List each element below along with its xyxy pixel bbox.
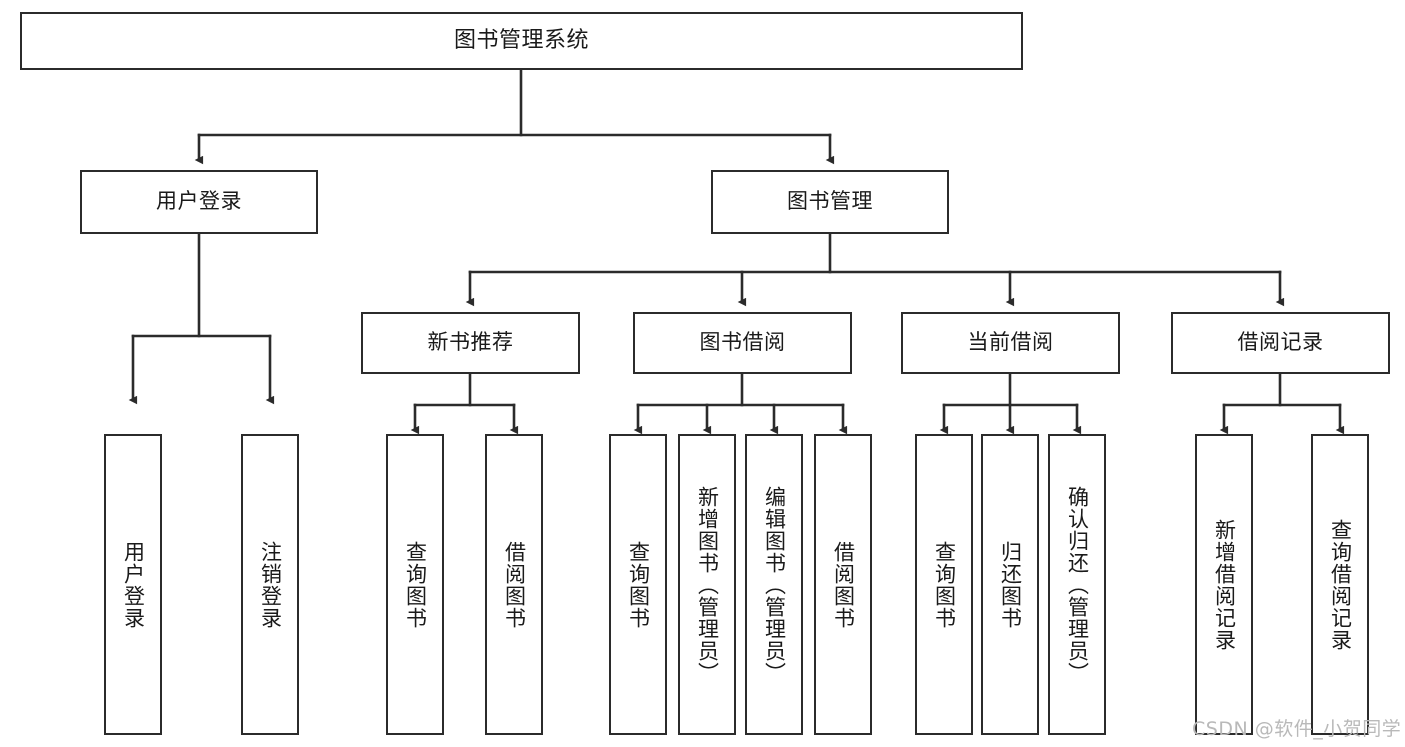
node-borrowing-record[interactable]: 借阅记录 <box>1171 312 1390 374</box>
leaf-add-book-admin[interactable]: 新增图书（管理员） <box>678 434 736 735</box>
node-label: 查询图书 <box>932 540 957 629</box>
leaf-user-login[interactable]: 用户登录 <box>104 434 162 735</box>
node-label: 借阅图书 <box>831 540 856 629</box>
node-label: 新书推荐 <box>427 330 514 355</box>
node-label: 归还图书 <box>998 540 1023 629</box>
leaf-return-book[interactable]: 归还图书 <box>981 434 1039 735</box>
node-label: 注销登录 <box>258 540 283 629</box>
node-label: 确认归还（管理员） <box>1065 485 1090 684</box>
leaf-query-book-current[interactable]: 查询图书 <box>915 434 973 735</box>
leaf-query-book-borrowing[interactable]: 查询图书 <box>609 434 667 735</box>
node-label: 图书管理 <box>787 189 873 214</box>
leaf-query-book-recommendation[interactable]: 查询图书 <box>386 434 444 735</box>
node-new-book-recommendation[interactable]: 新书推荐 <box>361 312 580 374</box>
node-label: 图书管理系统 <box>453 27 589 53</box>
leaf-edit-book-admin[interactable]: 编辑图书（管理员） <box>745 434 803 735</box>
leaf-borrow-book-recommendation[interactable]: 借阅图书 <box>485 434 543 735</box>
node-label: 图书借阅 <box>699 330 786 355</box>
node-label: 编辑图书（管理员） <box>762 485 787 684</box>
node-label: 用户登录 <box>121 540 146 629</box>
leaf-add-borrow-record[interactable]: 新增借阅记录 <box>1195 434 1253 735</box>
node-root-book-management-system[interactable]: 图书管理系统 <box>20 12 1023 70</box>
node-label: 查询图书 <box>403 540 428 629</box>
node-label: 借阅图书 <box>502 540 527 629</box>
node-label: 新增图书（管理员） <box>695 485 720 684</box>
node-label: 借阅记录 <box>1237 330 1324 355</box>
leaf-query-borrow-record[interactable]: 查询借阅记录 <box>1311 434 1369 735</box>
node-book-management[interactable]: 图书管理 <box>711 170 949 234</box>
node-user-login[interactable]: 用户登录 <box>80 170 318 234</box>
node-label: 用户登录 <box>156 189 242 214</box>
node-current-borrowing[interactable]: 当前借阅 <box>901 312 1120 374</box>
node-label: 查询图书 <box>626 540 651 629</box>
leaf-borrow-book[interactable]: 借阅图书 <box>814 434 872 735</box>
node-label: 当前借阅 <box>967 330 1054 355</box>
node-label: 查询借阅记录 <box>1328 518 1353 651</box>
leaf-logout[interactable]: 注销登录 <box>241 434 299 735</box>
watermark-text: CSDN @软件_小贺同学 <box>1192 718 1402 740</box>
node-label: 新增借阅记录 <box>1212 518 1237 651</box>
node-book-borrowing[interactable]: 图书借阅 <box>633 312 852 374</box>
leaf-confirm-return-admin[interactable]: 确认归还（管理员） <box>1048 434 1106 735</box>
